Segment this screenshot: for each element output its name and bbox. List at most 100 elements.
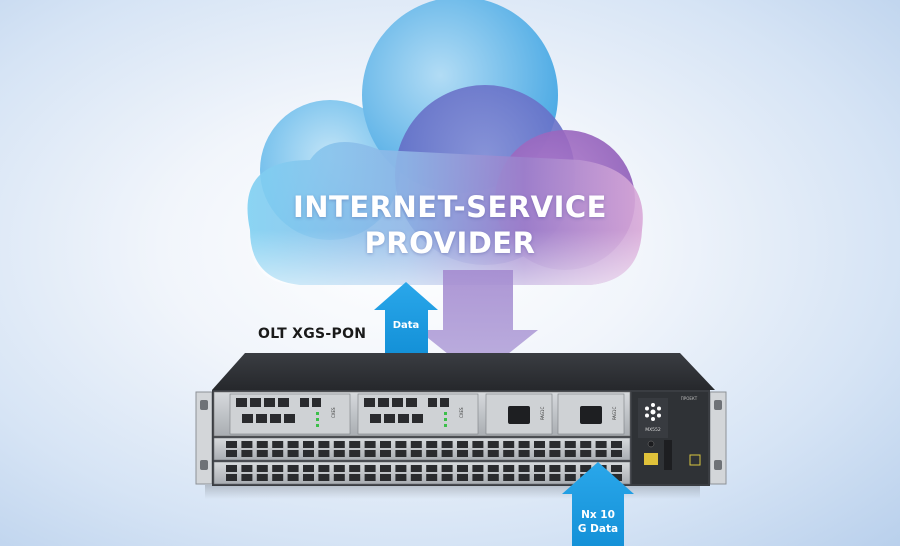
uplink-arrow-label: Data — [392, 320, 420, 331]
card1-label: CXES — [331, 407, 336, 418]
sfp-port — [364, 474, 376, 481]
sfp-port — [287, 474, 299, 481]
sfp-port — [287, 450, 299, 457]
nx-arrow-label-line1: Nx 10 — [581, 509, 615, 521]
sfp-port — [303, 450, 314, 457]
ethernet-port — [392, 398, 403, 407]
sfp-port — [487, 465, 499, 472]
sfp-port — [611, 450, 622, 457]
sfp-port — [256, 450, 268, 457]
sfp-port — [395, 474, 407, 481]
sfp-port — [349, 450, 361, 457]
cloud-title: INTERNET-SERVICE PROVIDER — [250, 189, 650, 261]
sfp-port — [256, 474, 268, 481]
ethernet-port — [428, 398, 437, 407]
sfp-port — [349, 465, 361, 472]
sfp-port — [518, 441, 530, 448]
sfp-port — [272, 465, 284, 472]
sfp-port — [380, 474, 391, 481]
sfp-port — [318, 474, 330, 481]
cloud-title-line2: PROVIDER — [364, 226, 536, 260]
psu2-label: PAG1C — [612, 407, 617, 420]
sfp-port — [303, 465, 314, 472]
sfp-port — [272, 450, 284, 457]
device-brand-mark: ПРОЕКТ — [681, 396, 698, 401]
sfp-port — [503, 441, 515, 448]
sfp-port — [518, 450, 530, 457]
sfp-port — [241, 474, 253, 481]
sfp-port — [564, 441, 576, 448]
ethernet-port — [284, 414, 295, 423]
psu1-label: PAG1C — [540, 407, 545, 420]
status-led — [444, 424, 447, 427]
sfp-port — [534, 474, 545, 481]
sfp-port — [472, 474, 484, 481]
sfp-port — [226, 465, 237, 472]
sfp-port — [241, 441, 253, 448]
ethernet-port — [398, 414, 409, 423]
sfp-port — [333, 450, 345, 457]
sfp-port — [534, 441, 545, 448]
nx-uplink-arrow — [562, 462, 634, 546]
sfp-port — [518, 465, 530, 472]
sfp-port — [564, 450, 576, 457]
sfp-port — [272, 474, 284, 481]
sfp-port — [534, 450, 545, 457]
sfp-port — [564, 465, 576, 472]
ethernet-port — [384, 414, 395, 423]
sfp-port — [395, 465, 407, 472]
sfp-port — [426, 441, 438, 448]
sfp-port — [580, 441, 592, 448]
sfp-port — [226, 441, 237, 448]
sfp-port — [472, 441, 484, 448]
ethernet-port — [406, 398, 417, 407]
sfp-port — [272, 441, 284, 448]
olt-chassis — [195, 353, 727, 486]
sfp-port — [318, 441, 330, 448]
sfp-port — [318, 465, 330, 472]
nx-arrow-label-line2: G Data — [577, 523, 619, 535]
sfp-port — [364, 465, 376, 472]
ethernet-port — [370, 414, 381, 423]
ethernet-port — [270, 414, 281, 423]
sfp-port — [487, 450, 499, 457]
sfp-port — [395, 450, 407, 457]
status-led — [316, 424, 319, 427]
sfp-port — [549, 450, 561, 457]
sfp-port — [380, 441, 391, 448]
sfp-port — [349, 441, 361, 448]
sfp-port — [410, 474, 422, 481]
sfp-port — [518, 474, 530, 481]
ethernet-port — [312, 398, 321, 407]
ethernet-port — [300, 398, 309, 407]
sfp-port — [457, 441, 468, 448]
sfp-port — [441, 450, 453, 457]
ethernet-port — [440, 398, 449, 407]
sfp-port — [410, 441, 422, 448]
brand-logo-icon — [645, 403, 661, 421]
sfp-port — [303, 441, 314, 448]
sfp-port — [287, 465, 299, 472]
sfp-port — [364, 450, 376, 457]
sfp-port — [441, 465, 453, 472]
sfp-port — [549, 474, 561, 481]
sfp-port — [564, 474, 576, 481]
status-led — [444, 418, 447, 421]
port-array — [226, 398, 622, 481]
sfp-port — [611, 441, 622, 448]
card2-label: CXES — [459, 407, 464, 418]
sfp-port — [256, 441, 268, 448]
ethernet-port — [256, 414, 267, 423]
sfp-port — [241, 465, 253, 472]
status-led — [316, 412, 319, 415]
ethernet-port — [364, 398, 375, 407]
sfp-port — [611, 465, 622, 472]
sfp-port — [457, 465, 468, 472]
ethernet-port — [250, 398, 261, 407]
ethernet-port — [278, 398, 289, 407]
sfp-port — [241, 450, 253, 457]
sfp-port — [364, 441, 376, 448]
sfp-port — [426, 450, 438, 457]
ethernet-port — [242, 414, 253, 423]
cloud-title-line1: INTERNET-SERVICE — [293, 190, 607, 224]
